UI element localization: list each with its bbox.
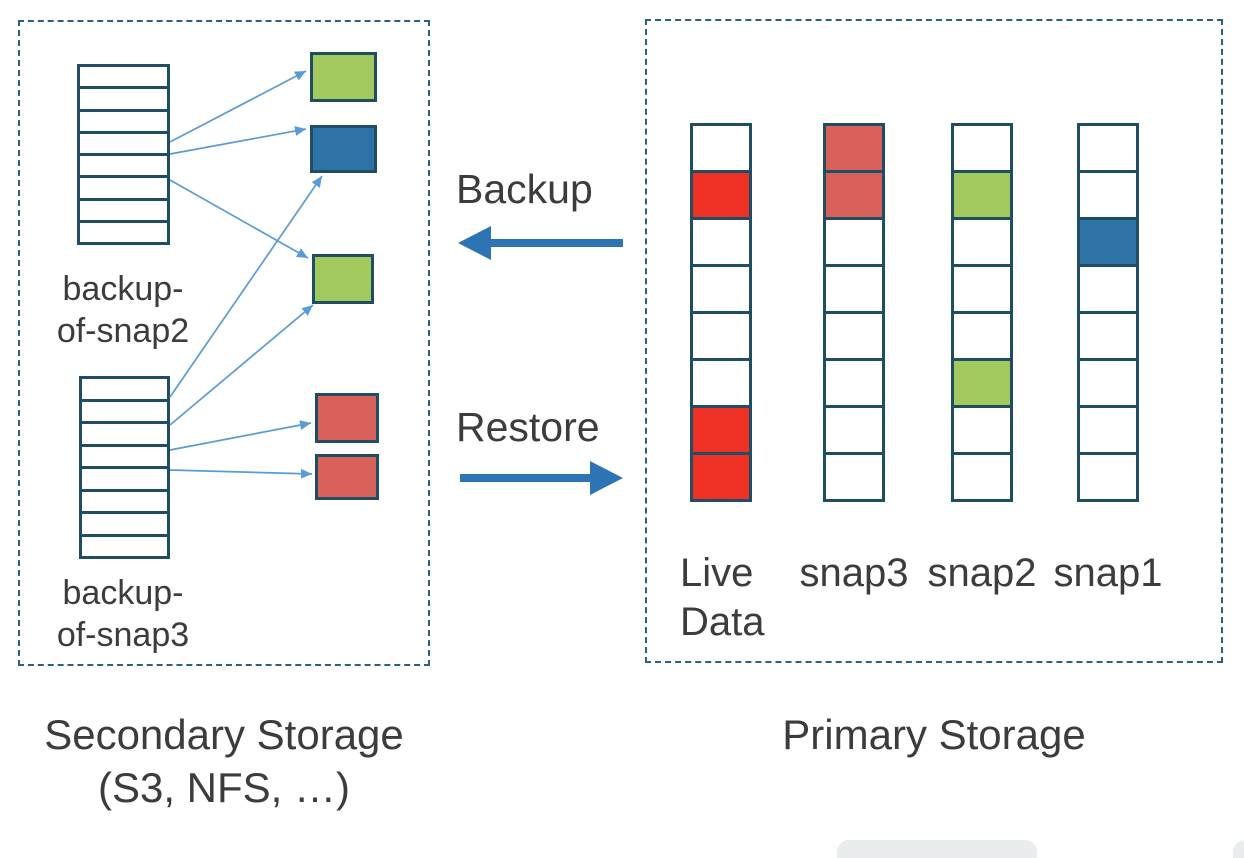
empty-cell (693, 126, 749, 173)
column-label-line: Data (680, 600, 765, 644)
empty-cell (954, 314, 1010, 361)
stack-row (82, 401, 167, 424)
stack-row (82, 424, 167, 447)
backup-action-label: Backup (456, 166, 593, 212)
column-label-snap1: snap1 (1038, 549, 1178, 598)
stack-row (82, 514, 167, 537)
green-cell (954, 173, 1010, 220)
snapshot-column-snap1 (1077, 123, 1139, 502)
stack-row (82, 446, 167, 469)
restore-arrow (460, 461, 623, 495)
backup-arrow (458, 226, 623, 260)
empty-cell (1080, 314, 1136, 361)
stack-row (80, 178, 167, 201)
stack-row (80, 111, 167, 134)
snapshot-column-snap3 (823, 123, 885, 502)
empty-cell (693, 220, 749, 267)
empty-cell (1080, 408, 1136, 455)
backup-of-snap2-label-line1: backup- (62, 270, 184, 308)
column-label-line: snap1 (1053, 551, 1163, 595)
empty-cell (693, 314, 749, 361)
salmon-cell (826, 126, 882, 173)
empty-cell (826, 408, 882, 455)
stack-row (82, 491, 167, 514)
backup-of-snap2-label: backup- of-snap2 (28, 268, 218, 352)
bottom-thumbnail-chip (837, 840, 1037, 858)
stack-row (80, 67, 167, 90)
column-label-snap3: snap3 (784, 549, 924, 598)
primary-storage-title: Primary Storage (782, 711, 1086, 758)
backup-block-salmon (315, 454, 379, 500)
backup-block-salmon (315, 393, 379, 443)
empty-cell (954, 455, 1010, 499)
bottom-corner-chip (1233, 840, 1244, 858)
red-cell (693, 408, 749, 455)
empty-cell (954, 220, 1010, 267)
red-cell (693, 173, 749, 220)
stack-row (82, 379, 167, 402)
stack-row (82, 469, 167, 492)
stack-row (80, 200, 167, 223)
empty-cell (826, 455, 882, 499)
green-cell (954, 361, 1010, 408)
snapshot-column-live-data (690, 123, 752, 502)
backup-of-snap3-label-line1: backup- (62, 574, 184, 612)
empty-cell (954, 267, 1010, 314)
empty-cell (826, 267, 882, 314)
backup-of-snap3-label: backup- of-snap3 (28, 572, 218, 656)
secondary-storage-title-line2: (S3, NFS, …) (97, 764, 351, 811)
empty-cell (954, 408, 1010, 455)
column-label-line: snap2 (927, 551, 1037, 595)
blue-cell (1080, 220, 1136, 267)
backup-of-snap2-label-line2: of-snap2 (56, 312, 190, 350)
backup-of-snap3-stack (79, 376, 170, 559)
empty-cell (1080, 126, 1136, 173)
stack-row (80, 156, 167, 179)
empty-cell (693, 361, 749, 408)
secondary-storage-title-line1: Secondary Storage (44, 711, 404, 758)
empty-cell (1080, 455, 1136, 499)
empty-cell (1080, 361, 1136, 408)
stack-row (80, 89, 167, 112)
stack-row (80, 222, 167, 242)
empty-cell (954, 126, 1010, 173)
column-label-line: snap3 (799, 551, 909, 595)
column-label-line: Live (680, 551, 754, 595)
restore-action-label: Restore (456, 404, 600, 450)
backup-block-green (312, 254, 374, 304)
secondary-storage-box: backup- of-snap2 backup- of-snap3 (18, 20, 430, 666)
backup-of-snap2-stack (77, 64, 170, 245)
snapshot-column-snap2 (951, 123, 1013, 502)
backup-block-green (310, 52, 377, 102)
empty-cell (693, 267, 749, 314)
empty-cell (826, 314, 882, 361)
empty-cell (826, 361, 882, 408)
secondary-storage-title: Secondary Storage (S3, NFS, …) (18, 708, 430, 814)
empty-cell (1080, 267, 1136, 314)
backup-block-blue (310, 125, 377, 173)
stack-row (82, 536, 167, 556)
empty-cell (1080, 173, 1136, 220)
salmon-cell (826, 173, 882, 220)
red-cell (693, 455, 749, 499)
stack-row (80, 133, 167, 156)
empty-cell (826, 220, 882, 267)
column-label-snap2: snap2 (912, 549, 1052, 598)
backup-of-snap3-label-line2: of-snap3 (56, 616, 190, 654)
